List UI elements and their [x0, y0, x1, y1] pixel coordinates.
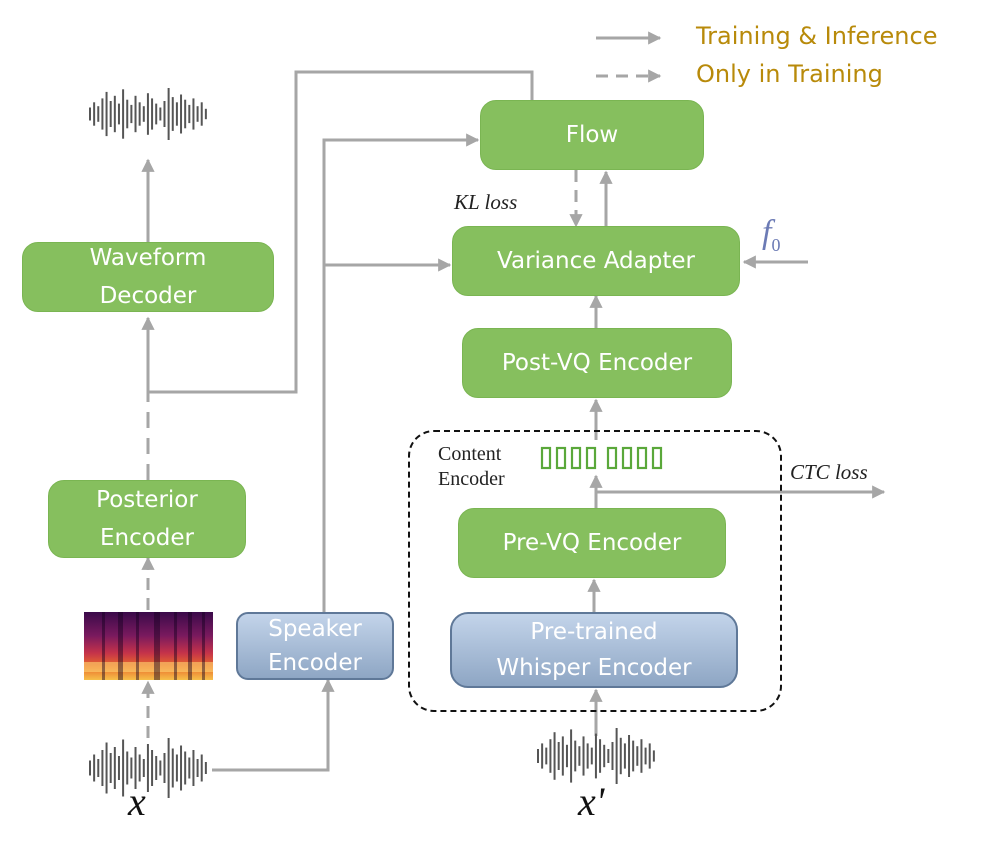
- posterior-encoder-line2: Encoder: [99, 525, 195, 551]
- pre-vq-encoder-block: Pre-VQ Encoder: [458, 508, 726, 578]
- posterior-encoder-block: Posterior Encoder: [48, 480, 246, 558]
- speaker-encoder-block: Speaker Encoder: [236, 612, 394, 680]
- legend-dashed-label: Only in Training: [696, 60, 883, 88]
- ctc-loss-label: CTC loss: [790, 460, 868, 484]
- legend-solid-label: Training & Inference: [696, 22, 938, 50]
- vq-token: [621, 446, 633, 470]
- vq-token: [606, 446, 618, 470]
- f0-label: f0: [762, 214, 780, 256]
- speaker-encoder-line1: Speaker: [268, 616, 362, 642]
- content-encoder-label: Content Encoder: [438, 442, 505, 492]
- whisper-encoder-line2: Whisper Encoder: [496, 655, 692, 681]
- variance-adapter-block: Variance Adapter: [452, 226, 740, 296]
- waveform-decoder-block: Waveform Decoder: [22, 242, 274, 312]
- post-vq-encoder-label: Post-VQ Encoder: [501, 350, 693, 376]
- vq-tokens: [540, 446, 663, 470]
- input-waveform-x-icon: [89, 738, 207, 798]
- f0-subscript: 0: [771, 234, 781, 255]
- arrow-x-to-speaker: [212, 678, 335, 772]
- input-x-label: x: [128, 779, 146, 824]
- waveform-decoder-line1: Waveform: [89, 245, 207, 271]
- speaker-encoder-line2: Encoder: [267, 650, 363, 676]
- vq-token: [540, 446, 552, 470]
- waveform-decoder-line2: Decoder: [99, 283, 197, 309]
- input-waveform-xprime-icon: [537, 728, 655, 784]
- content-encoder-group: [408, 430, 782, 712]
- pre-vq-encoder-label: Pre-VQ Encoder: [502, 530, 682, 556]
- whisper-encoder-block: Pre-trained Whisper Encoder: [450, 612, 738, 688]
- variance-adapter-label: Variance Adapter: [497, 248, 695, 274]
- content-encoder-line2: Encoder: [438, 468, 505, 490]
- vq-token: [555, 446, 567, 470]
- output-waveform-icon: [89, 88, 207, 140]
- whisper-encoder-line1: Pre-trained: [530, 619, 658, 645]
- vq-token: [585, 446, 597, 470]
- posterior-encoder-line1: Posterior: [96, 487, 198, 513]
- vq-token: [636, 446, 648, 470]
- input-xprime-label: x': [578, 779, 605, 824]
- vq-token: [651, 446, 663, 470]
- arrow-speaker-to-flow: [322, 133, 480, 612]
- arrow-z-to-flow: [148, 70, 534, 394]
- flow-label: Flow: [565, 122, 619, 148]
- spectrogram-image: [84, 612, 213, 680]
- post-vq-encoder-block: Post-VQ Encoder: [462, 328, 732, 398]
- content-encoder-line1: Content: [438, 443, 502, 465]
- flow-block: Flow: [480, 100, 704, 170]
- f0-main: f: [762, 214, 772, 251]
- kl-loss-label: KL loss: [454, 190, 518, 214]
- vq-token: [570, 446, 582, 470]
